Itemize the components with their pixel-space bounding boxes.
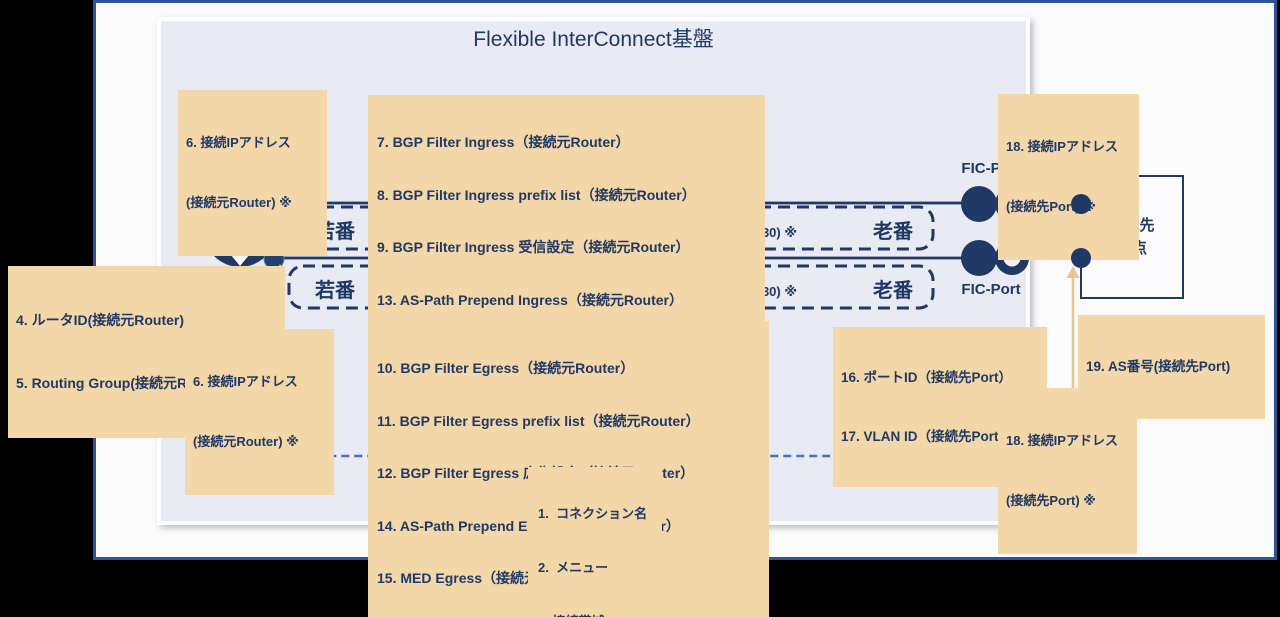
annotation-ip-dst-bottom: 18. 接続IPアドレス (接続先Port) ※ xyxy=(998,388,1137,554)
annotation-as-number: 19. AS番号(接続先Port) xyxy=(1078,315,1265,419)
secondary-near-end-label: 若番 xyxy=(315,280,355,302)
annotation-ip-src-bottom: 6. 接続IPアドレス (接続元Router) ※ xyxy=(185,329,334,495)
annotation-connection: 1. コネクション名 2. メニュー 3. 接続帯域 xyxy=(528,467,662,617)
annotation-ip-src-top: 6. 接続IPアドレス (接続元Router) ※ xyxy=(178,90,327,256)
primary-far-end-label: 老番 xyxy=(873,221,913,243)
annotation-bgp-ingress: 7. BGP Filter Ingress（接続元Router） 8. BGP … xyxy=(368,95,765,348)
annotation-ip-dst-top: 18. 接続IPアドレス (接続先Port) ※ xyxy=(998,94,1139,260)
panel-title: Flexible InterConnect基盤 xyxy=(473,28,714,51)
secondary-far-end-label: 老番 xyxy=(873,280,913,302)
fic-port-bottom-label: FIC-Port xyxy=(961,281,1021,298)
